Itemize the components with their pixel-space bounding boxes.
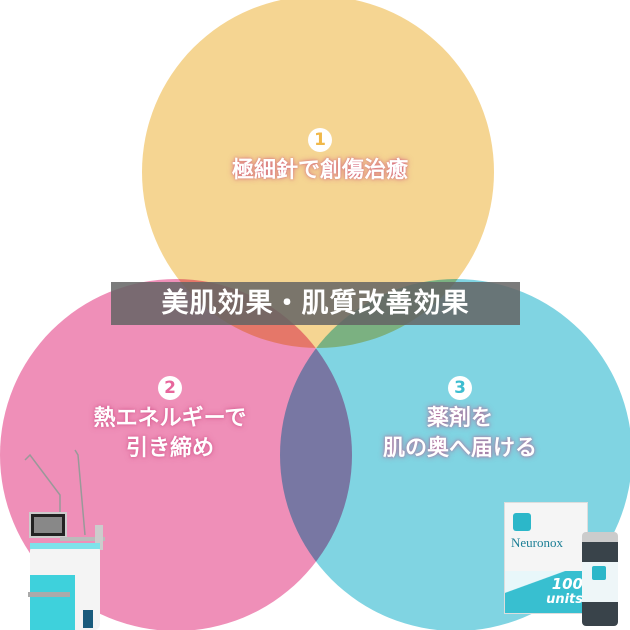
circle-3-text-line2: 肌の奥へ届ける (382, 436, 537, 461)
number-badge-3: 3 (448, 376, 472, 400)
product-unit: units (546, 592, 583, 607)
circle-1-text: 極細針で創傷治癒 (231, 158, 408, 183)
circle-2-label: 2 熱エネルギーで 引き締め (40, 372, 300, 464)
circle-3-label: 3 薬剤を 肌の奥へ届ける (330, 372, 590, 464)
neuronox-logo-icon (513, 513, 531, 531)
product-amount: 100 (551, 575, 583, 593)
number-badge-2: 2 (158, 376, 182, 400)
circle-3-text-line1: 薬剤を (426, 406, 493, 431)
circle-2-text-line2: 引き締め (125, 436, 214, 461)
number-badge-1: 1 (308, 128, 332, 152)
circle-microneedle (142, 0, 494, 348)
circle-1-label: 1 極細針で創傷治癒 (180, 124, 460, 186)
circle-2-text-line1: 熱エネルギーで (93, 406, 247, 431)
product-brand: Neuronox (511, 535, 563, 550)
neuronox-product-image: Neuronox 100 units (504, 502, 624, 630)
laser-device-image (24, 449, 105, 630)
banner-beauty-effect: 美肌効果・肌質改善効果 (111, 282, 520, 325)
circle-heat (0, 279, 352, 630)
